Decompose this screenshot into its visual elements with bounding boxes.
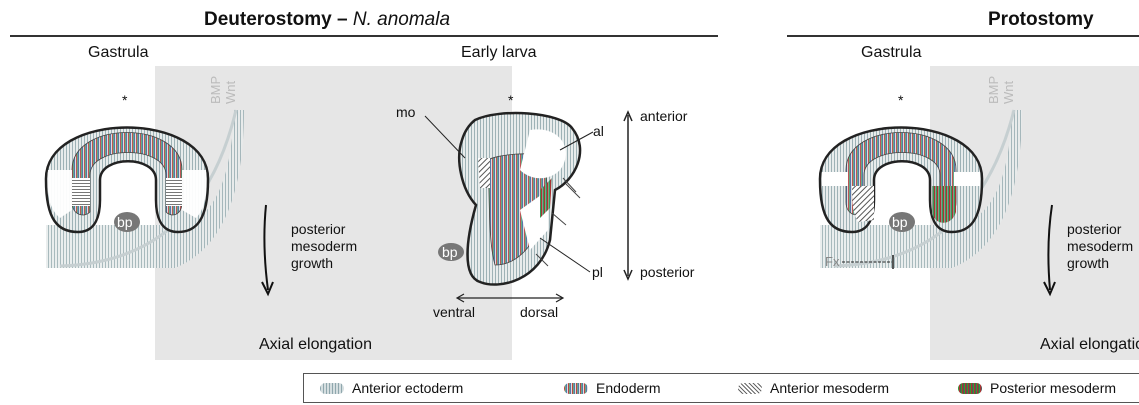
right-header: Protostomy <box>988 9 1094 31</box>
right-growth-3: growth <box>1067 255 1109 271</box>
left-header-prefix: Deuterostomy – <box>204 9 353 30</box>
larva-star: * <box>508 92 513 108</box>
right-bp-label: bp <box>892 214 908 230</box>
dorsal-label: dorsal <box>520 304 558 320</box>
legend-item-endoderm: Endoderm <box>564 380 661 396</box>
legend-item-posterior-mesoderm: Posterior mesoderm <box>958 380 1116 396</box>
posterior-mesoderm-swatch <box>958 383 982 394</box>
endoderm-swatch <box>564 383 588 394</box>
left-star: * <box>122 92 127 108</box>
larva-pl: pl <box>592 264 603 280</box>
posterior-label: posterior <box>640 264 694 280</box>
left-header: Deuterostomy – N. anomala <box>204 9 450 31</box>
right-star: * <box>898 92 903 108</box>
right-gastrula-title: Gastrula <box>861 44 921 62</box>
legend-item-anterior-mesoderm: Anterior mesoderm <box>738 380 889 396</box>
larva-bp: bp <box>442 244 458 260</box>
left-wnt-label: Wnt <box>223 81 238 104</box>
legend: Anterior ectoderm Endoderm Anterior meso… <box>303 373 1139 403</box>
left-growth-1: posterior <box>291 221 345 237</box>
left-axial-label: Axial elongation <box>259 336 372 354</box>
legend-label: Posterior mesoderm <box>990 380 1116 396</box>
anterior-label: anterior <box>640 108 687 124</box>
larva-mo: mo <box>396 104 415 120</box>
legend-label: Anterior mesoderm <box>770 380 889 396</box>
early-larva-title: Early larva <box>461 44 537 62</box>
fx-label: Fx <box>825 254 839 269</box>
ventral-label: ventral <box>433 304 475 320</box>
right-growth-1: posterior <box>1067 221 1121 237</box>
left-growth-2: mesoderm <box>291 238 357 254</box>
legend-item-anterior-ectoderm: Anterior ectoderm <box>320 380 463 396</box>
right-wnt-label: Wnt <box>1001 81 1016 104</box>
right-growth-2: mesoderm <box>1067 238 1133 254</box>
left-gastrula-title: Gastrula <box>88 44 148 62</box>
right-bmp-label: BMP <box>986 76 1001 104</box>
right-axial-label: Axial elongation <box>1040 336 1139 354</box>
anterior-mesoderm-swatch <box>738 383 762 394</box>
legend-label: Anterior ectoderm <box>352 380 463 396</box>
left-header-species: N. anomala <box>353 9 450 30</box>
left-bmp-label: BMP <box>208 76 223 104</box>
legend-label: Endoderm <box>596 380 661 396</box>
left-growth-3: growth <box>291 255 333 271</box>
left-bp-label: bp <box>117 214 133 230</box>
larva-al: al <box>593 123 604 139</box>
anterior-ectoderm-swatch <box>320 383 344 394</box>
